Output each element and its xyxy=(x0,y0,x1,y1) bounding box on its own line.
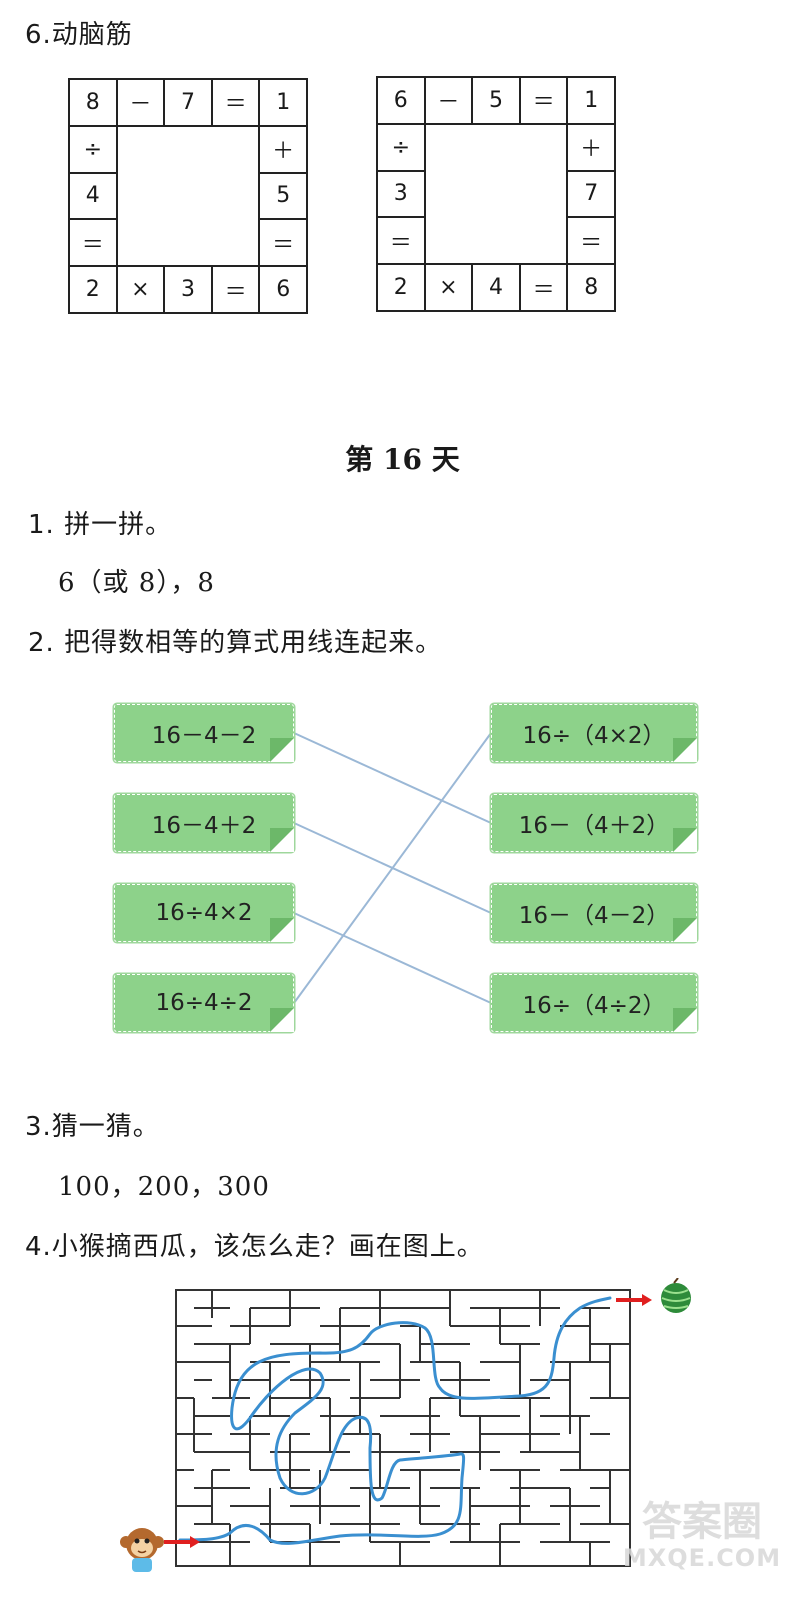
left-expression-2[interactable]: 16－4＋2 xyxy=(114,794,294,852)
grid-cell: 7 xyxy=(566,169,616,219)
right-expression-3[interactable]: 16－（4－2） xyxy=(491,884,697,942)
right-expression-1[interactable]: 16÷（4×2） xyxy=(491,704,697,762)
watermark: 答案圈 MXQE.COM xyxy=(612,1500,792,1572)
grid-cell: ÷ xyxy=(68,124,118,174)
start-arrow xyxy=(164,1536,200,1548)
grid-cell: ＋ xyxy=(258,124,308,174)
q3-answer: 100，200，300 xyxy=(58,1172,270,1202)
grid-cell: ＝ xyxy=(518,76,569,125)
q1-heading: 1. 拼一拼。 xyxy=(28,510,173,540)
grid-cell: 8 xyxy=(566,263,616,312)
watermark-en: MXQE.COM xyxy=(622,1544,782,1572)
monkey-icon[interactable] xyxy=(120,1528,164,1572)
grid-cell: 7 xyxy=(163,78,213,127)
left-expression-4[interactable]: 16÷4÷2 xyxy=(114,974,294,1032)
connection-line-1 xyxy=(293,732,492,824)
day-title: 第 16 天 xyxy=(345,443,460,476)
left-expression-3[interactable]: 16÷4×2 xyxy=(114,884,294,942)
grid-cell: ＝ xyxy=(566,216,616,266)
grid-cell: × xyxy=(115,265,166,314)
right-expression-4-text: 16÷（4÷2） xyxy=(522,993,666,1019)
q1-answer: 6（或 8），8 xyxy=(58,568,215,598)
grid-cell: 6 xyxy=(258,265,308,314)
grid-cell: 3 xyxy=(163,265,213,314)
right-expression-1-text: 16÷（4×2） xyxy=(522,723,666,749)
connection-line-3 xyxy=(293,912,492,1004)
q3-heading: 3.猜一猜。 xyxy=(25,1112,160,1142)
right-expression-4[interactable]: 16÷（4÷2） xyxy=(491,974,697,1032)
end-arrow xyxy=(616,1294,652,1306)
connection-lines xyxy=(293,732,492,1004)
left-expression-2-text: 16－4＋2 xyxy=(151,813,257,839)
right-expression-2[interactable]: 16－（4＋2） xyxy=(491,794,697,852)
grid-cell: 5 xyxy=(471,76,521,125)
grid-cell: ＋ xyxy=(566,122,616,172)
left-expression-1[interactable]: 16－4－2 xyxy=(114,704,294,762)
right-expression-3-text: 16－（4－2） xyxy=(518,903,670,929)
grid-cell: 8 xyxy=(68,78,118,127)
right-expression-2-text: 16－（4＋2） xyxy=(518,813,670,839)
watermelon-icon[interactable] xyxy=(661,1278,691,1313)
grid-cell: ＝ xyxy=(68,218,118,268)
grid-cell: ＝ xyxy=(258,218,308,268)
grid-cell: 3 xyxy=(376,169,426,219)
grid-cell: 5 xyxy=(258,171,308,221)
left-expression-1-text: 16－4－2 xyxy=(151,723,257,749)
puzzle-grid-2: 6－5＝1÷3＝＋7＝2×4＝8 xyxy=(376,76,616,312)
grid-cell: 4 xyxy=(471,263,521,312)
grid-cell: 1 xyxy=(258,78,308,127)
q4-heading: 4.小猴摘西瓜，该怎么走？画在图上。 xyxy=(25,1232,484,1262)
left-expression-4-text: 16÷4÷2 xyxy=(155,990,253,1016)
maze[interactable] xyxy=(120,1278,720,1578)
grid-cell: ＝ xyxy=(376,216,426,266)
grid-cell: 4 xyxy=(68,171,118,221)
grid-cell: × xyxy=(423,263,474,312)
q6-heading: 6.动脑筋 xyxy=(25,20,133,50)
watermark-cn: 答案圈 xyxy=(642,1499,762,1545)
q2-heading: 2. 把得数相等的算式用线连起来。 xyxy=(28,628,443,658)
left-expression-3-text: 16÷4×2 xyxy=(155,900,253,926)
connection-line-4 xyxy=(293,732,492,1004)
puzzle-grid-1: 8－7＝1÷4＝＋5＝2×3＝6 xyxy=(68,78,308,314)
maze-solution-path xyxy=(178,1296,612,1545)
